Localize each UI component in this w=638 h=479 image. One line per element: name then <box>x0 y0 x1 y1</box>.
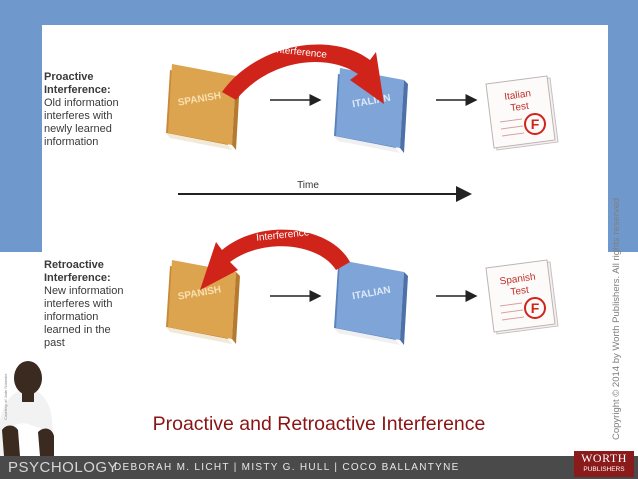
retroactive-desc-1: New information <box>44 285 124 297</box>
footer-bar <box>0 456 638 479</box>
grade-f-2: F <box>531 300 540 316</box>
retroactive-desc-2: interferes with <box>44 298 113 310</box>
spanish-book-proactive: SPANISH <box>166 64 240 150</box>
proactive-desc-1: Old information <box>44 97 119 109</box>
retroactive-desc-4: learned in the <box>44 324 111 336</box>
test-title-italian-1: Italian <box>504 88 532 103</box>
time-label: Time <box>297 180 319 191</box>
proactive-title-1: Proactive <box>44 71 94 83</box>
proactive-desc-3: newly learned <box>44 123 112 135</box>
retroactive-title-1: Retroactive <box>44 259 104 271</box>
grade-circle-2 <box>524 297 546 319</box>
proactive-desc-2: interferes with <box>44 110 113 122</box>
italian-test-paper: Italian Test F <box>485 75 559 151</box>
test-title-spanish-1: Spanish <box>499 272 536 288</box>
retroactive-desc-5: past <box>44 337 65 349</box>
publisher-line-1: WORTH <box>581 451 627 465</box>
interference-arrow-retroactive <box>200 229 350 290</box>
proactive-desc-4: information <box>44 136 99 148</box>
interference-arrow-proactive <box>222 44 384 104</box>
italian-book-retroactive: ITALIAN <box>334 260 408 345</box>
publisher-line-2: PUBLISHERS <box>583 466 625 473</box>
publisher-logo: WORTH PUBLISHERS <box>574 451 634 477</box>
proactive-title-2: Interference: <box>44 84 111 96</box>
italian-book-proactive: ITALIAN <box>334 68 408 153</box>
grade-circle-1 <box>524 113 546 135</box>
proactive-label: Proactive Interference: Old information … <box>44 71 119 149</box>
test-title-spanish-2: Test <box>510 285 530 298</box>
person-photo <box>0 361 54 456</box>
retroactive-desc-3: information <box>44 311 99 323</box>
slide-title: Proactive and Retroactive Interference <box>152 413 486 435</box>
retroactive-title-2: Interference: <box>44 272 111 284</box>
grade-f-1: F <box>531 116 540 132</box>
retroactive-label: Retroactive Interference: New informatio… <box>44 259 123 350</box>
footer-brand: PSYCHOLOGY <box>8 459 119 476</box>
copyright-text: Copyright © 2014 by Worth Publishers. Al… <box>611 197 622 440</box>
test-title-italian-2: Test <box>510 101 530 114</box>
spanish-test-paper: Spanish Test F <box>485 259 559 335</box>
footer-authors: DEBORAH M. LICHT | MISTY G. HULL | COCO … <box>114 462 460 473</box>
